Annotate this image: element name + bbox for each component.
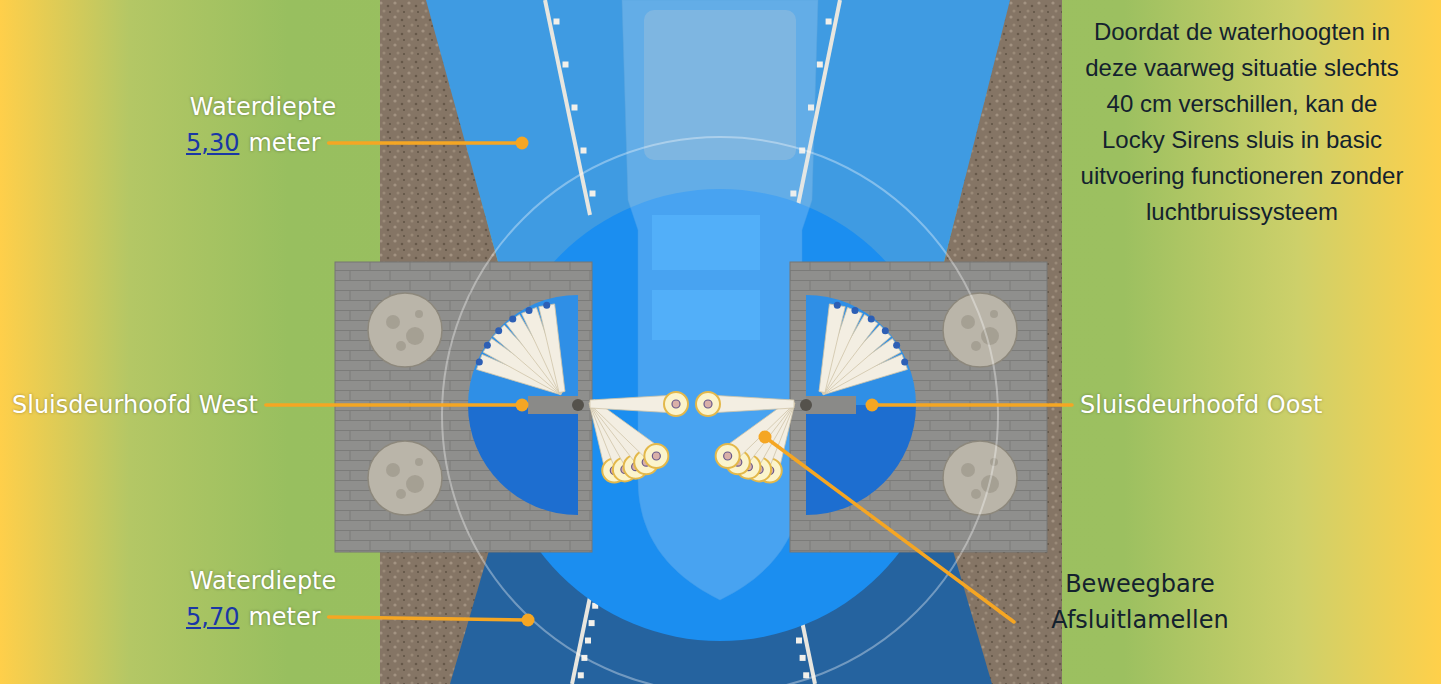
- lamella-tip: [476, 358, 483, 365]
- bollard-spot: [961, 463, 975, 477]
- bollard: [368, 441, 442, 515]
- hinge: [572, 399, 584, 411]
- door-arm: [806, 396, 856, 414]
- post-marker: [800, 655, 806, 661]
- door-recess: [468, 405, 578, 515]
- lamella-tip: [851, 307, 858, 314]
- post-marker: [589, 620, 595, 626]
- bollard-spot: [415, 310, 423, 318]
- door-arm: [528, 396, 578, 414]
- lamella-float-core: [652, 452, 660, 460]
- depth-label: Waterdiepte: [190, 566, 337, 596]
- explanation-note: Doordat de waterhoogten in deze vaarweg …: [1072, 14, 1412, 230]
- bollard-spot: [971, 489, 981, 499]
- door-recess: [468, 295, 578, 405]
- depth-unit: meter: [248, 602, 320, 632]
- lamella-tip: [543, 302, 550, 309]
- depth-value: 5,70: [186, 602, 239, 632]
- post-marker: [581, 148, 587, 154]
- leader-dot: [866, 399, 879, 412]
- lamella-tip: [893, 342, 900, 349]
- bollard-spot: [415, 458, 423, 466]
- leader-dot: [759, 431, 772, 444]
- part-name: Beweegbare Afsluitlamellen: [1020, 566, 1260, 638]
- hinge: [800, 399, 812, 411]
- bollard-spot: [961, 315, 975, 329]
- bollard-spot: [396, 489, 406, 499]
- lamella-tip: [868, 316, 875, 323]
- post-marker: [572, 105, 578, 111]
- leader-dot: [516, 399, 529, 412]
- post-marker: [826, 19, 832, 25]
- lamella-float: [696, 392, 720, 416]
- leader-path: [329, 141, 522, 145]
- leader-line: [866, 399, 1073, 412]
- leader-path: [266, 403, 522, 407]
- bollard-spot: [386, 315, 400, 329]
- lamella-tip: [901, 358, 908, 365]
- leader-line: [266, 399, 529, 412]
- door-recess: [806, 405, 916, 515]
- lamella-tip: [526, 307, 533, 314]
- leader-path: [872, 403, 1072, 407]
- door-recess: [806, 295, 916, 405]
- leader-line: [329, 137, 529, 150]
- lamella-float: [644, 444, 668, 468]
- bollard-spot: [406, 475, 424, 493]
- lamella-float: [716, 444, 740, 468]
- leader-line: [329, 614, 535, 627]
- bollard: [368, 293, 442, 367]
- lamella-float: [664, 392, 688, 416]
- lock-head-east: [790, 262, 1047, 552]
- lamella-float-core: [704, 400, 712, 408]
- lamella-float-core: [724, 452, 732, 460]
- leader-path: [329, 617, 528, 620]
- post-marker: [590, 191, 596, 197]
- ring: [442, 137, 998, 684]
- bollard-spot: [971, 341, 981, 351]
- lamella-tip: [495, 327, 502, 334]
- leader-dot: [522, 614, 535, 627]
- lamella-float-core: [672, 400, 680, 408]
- lamella-tip: [834, 302, 841, 309]
- bollard-spot: [396, 341, 406, 351]
- leader-dot: [516, 137, 529, 150]
- bollard-spot: [386, 463, 400, 477]
- bollard-spot: [406, 327, 424, 345]
- leader-path: [765, 437, 1014, 622]
- part-name: Sluisdeurhoofd Oost: [1080, 390, 1322, 420]
- lamella: [819, 304, 845, 393]
- lamellae: [476, 302, 908, 483]
- ship-hatch: [652, 290, 760, 340]
- guide-post: [572, 597, 590, 684]
- depth-label: Waterdiepte: [190, 92, 337, 122]
- post-marker: [585, 638, 591, 644]
- post-marker: [563, 62, 569, 68]
- depth-unit: meter: [248, 128, 320, 158]
- part-name: Sluisdeurhoofd West: [12, 390, 258, 420]
- post-marker: [817, 62, 823, 68]
- post-marker: [554, 19, 560, 25]
- leader-line: [759, 431, 1015, 623]
- bollard-spot: [990, 310, 998, 318]
- depth-value: 5,30: [186, 128, 239, 158]
- ship: [622, 0, 818, 600]
- post-marker: [796, 638, 802, 644]
- ship-hatch: [652, 215, 760, 270]
- post-marker: [803, 672, 809, 678]
- lamella-tip: [509, 316, 516, 323]
- bollard: [943, 441, 1017, 515]
- lamella-tip: [882, 327, 889, 334]
- lamella-tip: [484, 342, 491, 349]
- lamella: [539, 304, 565, 393]
- post-marker: [578, 672, 584, 678]
- bollard: [943, 293, 1017, 367]
